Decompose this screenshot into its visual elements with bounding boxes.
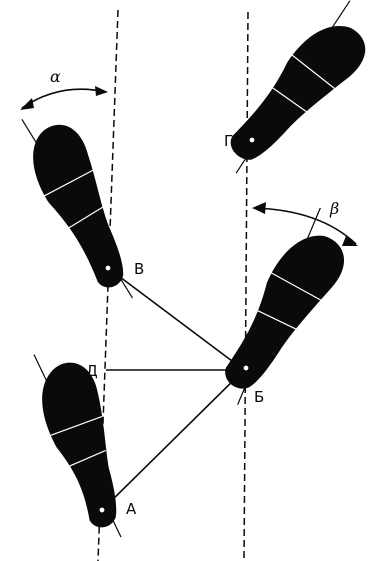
footprint-B xyxy=(225,207,344,405)
footprint-A xyxy=(33,354,122,538)
angle-alpha-arc xyxy=(21,88,107,109)
line-V-B xyxy=(107,267,245,371)
label-G: Г xyxy=(224,132,233,150)
angle-beta-arrow-right xyxy=(342,236,358,246)
label-alpha: α xyxy=(50,67,61,86)
label-B: Б xyxy=(254,388,264,406)
angle-alpha-arrow-right xyxy=(95,86,108,96)
right-walking-line xyxy=(243,11,249,561)
label-A: А xyxy=(126,500,137,518)
line-A-B xyxy=(103,369,245,509)
footprint-V xyxy=(21,119,133,299)
label-beta: β xyxy=(329,199,339,218)
angle-alpha-arrow-left xyxy=(20,98,34,110)
label-V: В xyxy=(134,260,144,278)
angle-beta-arrow-left xyxy=(252,202,266,214)
label-D: Д xyxy=(86,362,98,380)
footprint-G xyxy=(230,0,366,174)
angle-beta-arc xyxy=(253,207,357,245)
